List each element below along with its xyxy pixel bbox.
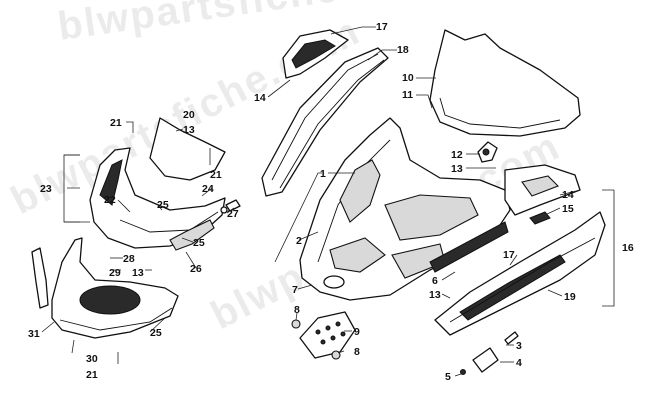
callout-labels: 17 18 14 10 11 20 13 21 1 12 13 23 21 24… <box>28 21 634 383</box>
callout-21: 21 <box>110 117 122 129</box>
leader-lines <box>41 26 615 377</box>
part-hood <box>299 117 511 301</box>
callout-13: 13 <box>132 267 144 279</box>
callout-2: 2 <box>296 235 302 247</box>
callout-25: 25 <box>150 327 162 339</box>
callout-26: 26 <box>190 263 202 275</box>
callout-22: 22 <box>104 194 116 206</box>
part-windshield <box>429 29 581 137</box>
callout-17: 17 <box>376 21 388 33</box>
callout-4: 4 <box>516 357 522 369</box>
part-upper-cap <box>282 29 349 79</box>
part-side-strip <box>31 247 49 309</box>
part-bracket <box>460 331 519 375</box>
callout-18: 18 <box>397 44 409 56</box>
part-side-vent <box>504 164 581 216</box>
callout-21: 21 <box>210 169 222 181</box>
part-clip <box>477 141 498 163</box>
callout-16: 16 <box>622 242 634 254</box>
callout-12: 12 <box>451 149 463 161</box>
callout-31: 31 <box>28 328 40 340</box>
callout-7: 7 <box>292 284 298 296</box>
callout-6: 6 <box>432 275 438 287</box>
callout-28: 28 <box>123 253 135 265</box>
callout-15: 15 <box>562 203 574 215</box>
callout-20: 20 <box>183 109 195 121</box>
callout-30: 30 <box>86 353 98 365</box>
callout-29: 29 <box>109 267 121 279</box>
callout-9: 9 <box>354 326 360 338</box>
part-nose-upper <box>149 117 226 181</box>
callout-11: 11 <box>402 89 413 101</box>
callout-25: 25 <box>157 199 169 211</box>
callout-8: 8 <box>354 346 360 358</box>
callout-5: 5 <box>445 371 451 383</box>
callout-21: 21 <box>86 369 98 381</box>
callout-13: 13 <box>451 163 463 175</box>
callout-27: 27 <box>227 208 239 220</box>
callout-14: 14 <box>562 189 574 201</box>
callout-8: 8 <box>294 304 300 316</box>
part-lower-bumper <box>51 237 179 339</box>
callout-3: 3 <box>516 340 522 352</box>
callout-17: 17 <box>503 249 515 261</box>
part-bolt <box>220 199 241 214</box>
part-nose-cone <box>89 147 226 249</box>
callout-13: 13 <box>429 289 441 301</box>
callout-25: 25 <box>193 237 205 249</box>
callout-10: 10 <box>402 72 414 84</box>
callout-14: 14 <box>254 92 266 104</box>
callout-24: 24 <box>202 183 214 195</box>
callout-19: 19 <box>564 291 576 303</box>
callout-13: 13 <box>183 124 195 136</box>
part-nose-bracket <box>169 219 215 251</box>
part-side-panel <box>434 211 606 336</box>
callout-1: 1 <box>320 168 326 180</box>
part-skid-plate <box>299 311 356 359</box>
callout-23: 23 <box>40 183 52 195</box>
part-long-trim <box>261 47 389 197</box>
